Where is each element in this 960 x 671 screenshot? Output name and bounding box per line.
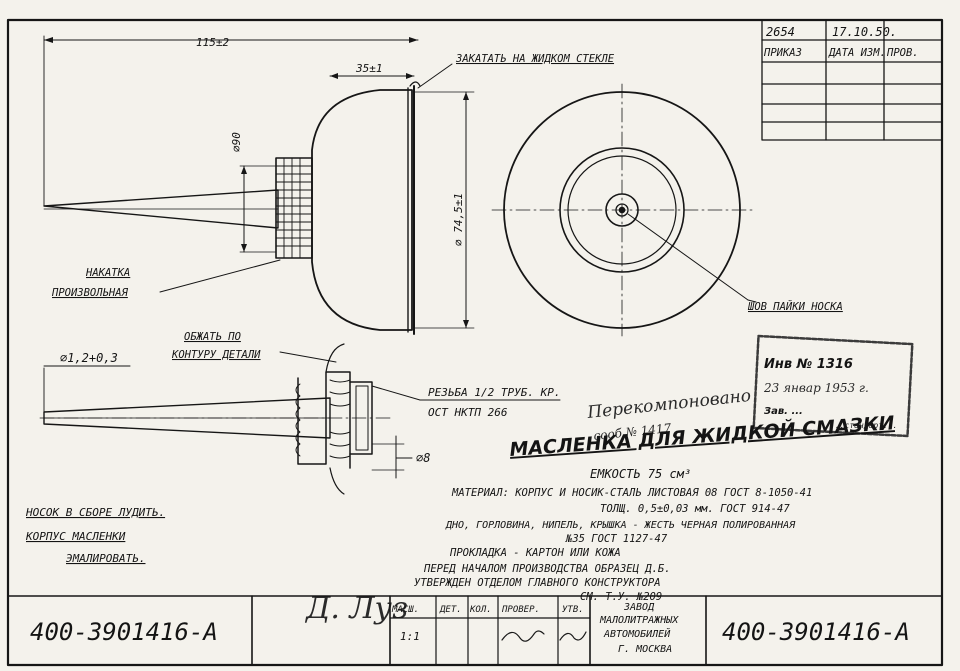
- dim-diameter-body: ⌀ 74,5±1: [452, 193, 465, 246]
- spec-line: ТОЛЩ. 0,5±0,03 мм. ГОСТ 914-47: [600, 503, 790, 515]
- spec-line: №35 ГОСТ 1127-47: [565, 533, 668, 545]
- spec-line: ПРОКЛАДКА - КАРТОН ИЛИ КОЖА: [449, 547, 621, 559]
- rev-header-order: ПРИКАЗ: [763, 47, 802, 59]
- dim-tip-diameter: ⌀1,2+0,3: [60, 351, 118, 365]
- tb-initials: [501, 630, 587, 642]
- handwritten-signature: Д. Луз: [304, 591, 408, 626]
- tb-header-qty: КОЛ.: [469, 605, 492, 615]
- drawing-number-right: 400-3901416-А: [722, 618, 910, 646]
- revision-table: [761, 19, 943, 141]
- drawing-number-left: 400-3901416-А: [30, 618, 218, 646]
- spec-line: МАТЕРИАЛ: КОРПУС И НОСИК-СТАЛЬ ЛИСТОВАЯ …: [451, 487, 812, 499]
- drawing-frame: [6, 18, 944, 667]
- annot-roll-on-glass: ЗАКАТАТЬ НА ЖИДКОМ СТЕКЛЕ: [455, 53, 615, 65]
- stamp-line-4: ...стандарт...: [830, 421, 897, 430]
- rev-order-number: 2654: [766, 25, 795, 39]
- handwritten-margin-note-1: Перекомпоновано: [585, 386, 752, 423]
- annot-crimp-1: ОБЖАТЬ ПО: [184, 331, 241, 343]
- rev-date: 17.10.50.: [832, 25, 897, 39]
- annot-solder-seam: ШОВ ПАЙКИ НОСКА: [747, 300, 843, 313]
- tb-header-part: ДЕТ.: [439, 605, 462, 615]
- inventory-stamp: [752, 334, 914, 438]
- oiler-section-view: [39, 343, 561, 495]
- spec-line: СМ. Т.У. №209: [580, 591, 662, 603]
- tb-scale-value: 1:1: [400, 630, 420, 643]
- rev-header-check: ПРОВ.: [886, 47, 919, 59]
- tb-header-approved: УТВ.: [562, 605, 584, 615]
- tb-header-scale: МАСШ.: [391, 605, 419, 615]
- tb-plant-line-3: АВТОМОБИЛЕЙ: [603, 627, 671, 640]
- annot-thread-2: ОСТ НКТП 266: [428, 406, 508, 419]
- title-block-grid: [7, 595, 943, 666]
- drawing-title: МАСЛЕНКА ДЛЯ ЖИДКОЙ СМАЗКИ: [509, 411, 896, 461]
- tb-plant-line-2: МАЛОЛИТРАЖНЫХ: [599, 615, 679, 626]
- rev-header-date: ДАТА ИЗМ.: [828, 47, 886, 59]
- tb-header-checked: ПРОВЕР.: [501, 605, 540, 615]
- tb-plant-line-1: ЗАВОД: [623, 602, 655, 613]
- note-line-2: КОРПУС МАСЛЕНКИ: [25, 530, 126, 543]
- oiler-side-view: [43, 35, 475, 335]
- capacity: ЕМКОСТЬ 75 см³: [590, 467, 691, 481]
- spec-line: ДНО, ГОРЛОВИНА, НИПЕЛЬ, КРЫШКА - ЖЕСТЬ Ч…: [445, 520, 796, 531]
- spec-line: ПЕРЕД НАЧАЛОМ ПРОИЗВОДСТВА ОБРАЗЕЦ Д.Б.: [423, 563, 671, 575]
- spec-notes: МАТЕРИАЛ: КОРПУС И НОСИК-СТАЛЬ ЛИСТОВАЯ …: [414, 487, 812, 603]
- dim-body-depth: 35±1: [355, 62, 383, 75]
- stamp-line-1: Инв № 1316: [764, 357, 853, 372]
- annot-crimp-2: КОНТУРУ ДЕТАЛИ: [171, 349, 261, 361]
- dim-overall-length: 115±2: [196, 36, 229, 49]
- annot-knurl-1: НАКАТКА: [85, 267, 130, 279]
- annot-knurl-2: ПРОИЗВОЛЬНАЯ: [51, 287, 129, 299]
- annot-thread-1: РЕЗЬБА 1/2 ТРУБ. КР.: [428, 386, 560, 399]
- dim-diameter-90: ⌀90: [230, 132, 243, 152]
- oiler-front-view: [491, 83, 757, 337]
- tb-plant-line-4: Г. МОСКВА: [618, 644, 672, 655]
- note-line-1: НОСОК В СБОРЕ ЛУДИТЬ.: [25, 506, 165, 519]
- note-line-3: ЭМАЛИРОВАТЬ.: [66, 552, 145, 565]
- dim-diameter-8: ⌀8: [416, 451, 430, 465]
- stamp-line-3: Зав. ...: [764, 406, 803, 417]
- spec-line: УТВЕРЖДЕН ОТДЕЛОМ ГЛАВНОГО КОНСТРУКТОРА: [414, 577, 661, 589]
- stamp-line-2: 23 январ 1953 г.: [763, 381, 869, 395]
